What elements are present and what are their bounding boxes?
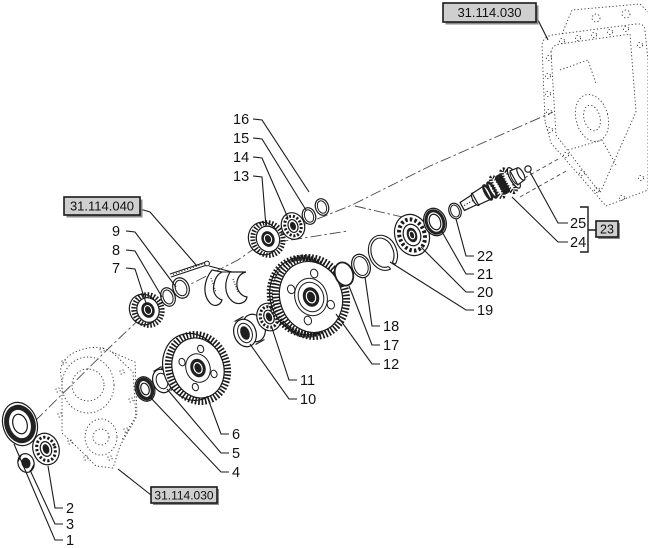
callout-13[interactable]: 13 (233, 169, 249, 185)
callout-12[interactable]: 12 (383, 357, 399, 373)
part-bearing-14 (280, 212, 306, 240)
callout-9[interactable]: 9 (112, 224, 120, 240)
callout-16[interactable]: 16 (233, 112, 249, 128)
part-ring-9 (172, 277, 190, 299)
callout-21[interactable]: 21 (477, 267, 493, 283)
part-bearing-20 (393, 213, 431, 257)
ref-box-top-label[interactable]: 31.114.030 (457, 5, 521, 20)
part-seal-4 (134, 376, 156, 402)
ref-box-left[interactable]: 31.114.040 (63, 196, 143, 218)
part-ring-18 (350, 253, 372, 279)
front-housing-phantom (55, 347, 138, 469)
callout-3[interactable]: 3 (66, 517, 74, 533)
callout-17[interactable]: 17 (383, 338, 399, 354)
part-bearing-2 (32, 432, 60, 466)
part-ring-8 (160, 287, 176, 307)
part-seal-21 (423, 207, 447, 237)
part-shaft-24 (459, 167, 526, 212)
part-gear-13 (247, 220, 286, 258)
callout-8[interactable]: 8 (112, 243, 120, 259)
callout-24[interactable]: 24 (570, 235, 586, 251)
rear-housing-phantom (541, 3, 648, 207)
callout-1[interactable]: 1 (66, 533, 74, 548)
callout-10[interactable]: 10 (300, 392, 316, 408)
callout-14[interactable]: 14 (233, 150, 249, 166)
part-ring-15 (301, 207, 317, 225)
callout-bracket-23 (580, 206, 596, 253)
ref-box-bottom[interactable]: 31.114.030 (150, 486, 219, 505)
part-shift-fork (169, 260, 248, 306)
part-ring-16 (314, 198, 330, 216)
callout-5[interactable]: 5 (232, 446, 240, 462)
callout-22[interactable]: 22 (477, 249, 493, 265)
callout-20[interactable]: 20 (477, 285, 493, 301)
callout-6[interactable]: 6 (232, 427, 240, 443)
part-seal-1 (1, 401, 39, 447)
ref-box-top[interactable]: 31.114.030 (442, 2, 539, 25)
callout-7[interactable]: 7 (112, 261, 120, 277)
callout-18[interactable]: 18 (383, 319, 399, 335)
ref-box-bottom-label[interactable]: 31.114.030 (154, 489, 213, 503)
part-ball-25 (524, 165, 532, 173)
part-snap-ring-19 (367, 234, 398, 271)
callout-2[interactable]: 2 (66, 501, 74, 517)
part-snap-ring-17 (333, 261, 355, 287)
callout-11[interactable]: 11 (300, 373, 315, 389)
ref-box-group-23[interactable]: 23 (595, 220, 620, 239)
part-o-ring-22 (448, 202, 462, 220)
callout-19[interactable]: 19 (477, 303, 493, 319)
ref-box-left-label[interactable]: 31.114.040 (70, 199, 134, 214)
part-gear-6 (162, 331, 232, 405)
callout-4[interactable]: 4 (232, 465, 240, 481)
callout-25[interactable]: 25 (570, 216, 586, 232)
part-gear-7 (128, 292, 165, 328)
callout-15[interactable]: 15 (233, 131, 249, 147)
callout-numbers: 16 15 14 13 9 8 7 25 24 22 21 20 19 18 1… (66, 112, 586, 548)
ref-box-group-label[interactable]: 23 (600, 223, 614, 237)
leader-lines (13, 15, 596, 541)
